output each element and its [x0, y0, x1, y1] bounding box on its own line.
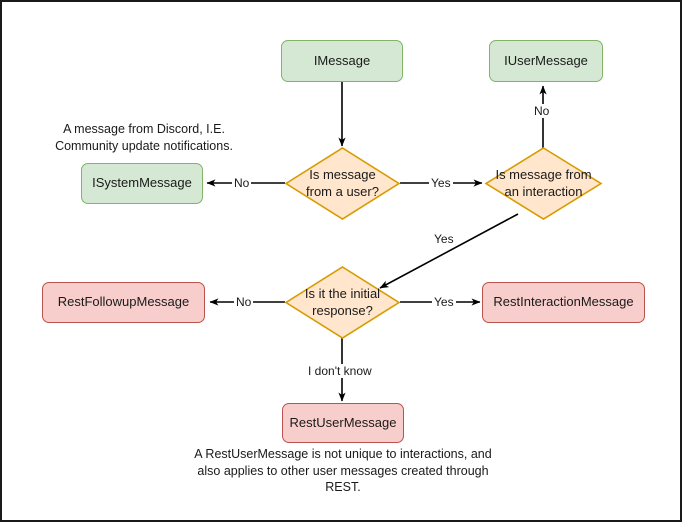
node-restfollowupmessage-label: RestFollowupMessage	[57, 294, 190, 310]
edge-label-from-user-yes: Yes	[429, 176, 453, 190]
node-isystemmessage[interactable]: ISystemMessage	[81, 163, 203, 204]
edge-label-from-user-no: No	[232, 176, 252, 190]
node-imessage-label: IMessage	[313, 52, 371, 68]
decision-is-initial-response-label: Is it the initial response?	[304, 286, 381, 318]
node-restfollowupmessage[interactable]: RestFollowupMessage	[42, 282, 205, 323]
node-imessage[interactable]: IMessage	[281, 40, 403, 82]
node-iusermessage-label: IUserMessage	[504, 52, 588, 68]
note-system-message: A message from Discord, I.E. Community u…	[55, 122, 233, 153]
decision-is-initial-response[interactable]: Is it the initial response?	[284, 266, 401, 339]
diamond-shape	[284, 147, 401, 220]
edge-label-initial-no: No	[234, 295, 254, 309]
node-restusermessage[interactable]: RestUserMessage	[282, 403, 404, 443]
node-restusermessage-label: RestUserMessage	[289, 414, 397, 430]
node-restinteractionmessage[interactable]: RestInteractionMessage	[482, 282, 645, 323]
edge-from-interaction-yes-to-initial-response	[379, 213, 519, 289]
decision-is-message-from-interaction[interactable]: Is message from an interaction	[484, 147, 603, 220]
decision-is-message-from-user-label: Is message from a user?	[306, 167, 379, 199]
note-rest-user-message: A RestUserMessage is not unique to inter…	[194, 447, 492, 494]
diamond-shape	[484, 147, 603, 220]
edge-label-from-interaction-no: No	[532, 104, 552, 118]
node-restinteractionmessage-label: RestInteractionMessage	[493, 294, 634, 310]
edge-label-from-interaction-yes: Yes	[432, 232, 456, 246]
node-isystemmessage-label: ISystemMessage	[92, 175, 192, 191]
decision-is-message-from-user[interactable]: Is message from a user?	[284, 147, 401, 220]
edge-label-initial-yes: Yes	[432, 295, 456, 309]
decision-is-message-from-interaction-label: Is message from an interaction	[495, 167, 592, 199]
node-iusermessage[interactable]: IUserMessage	[489, 40, 603, 82]
edge-label-initial-unknown: I don't know	[306, 364, 374, 378]
